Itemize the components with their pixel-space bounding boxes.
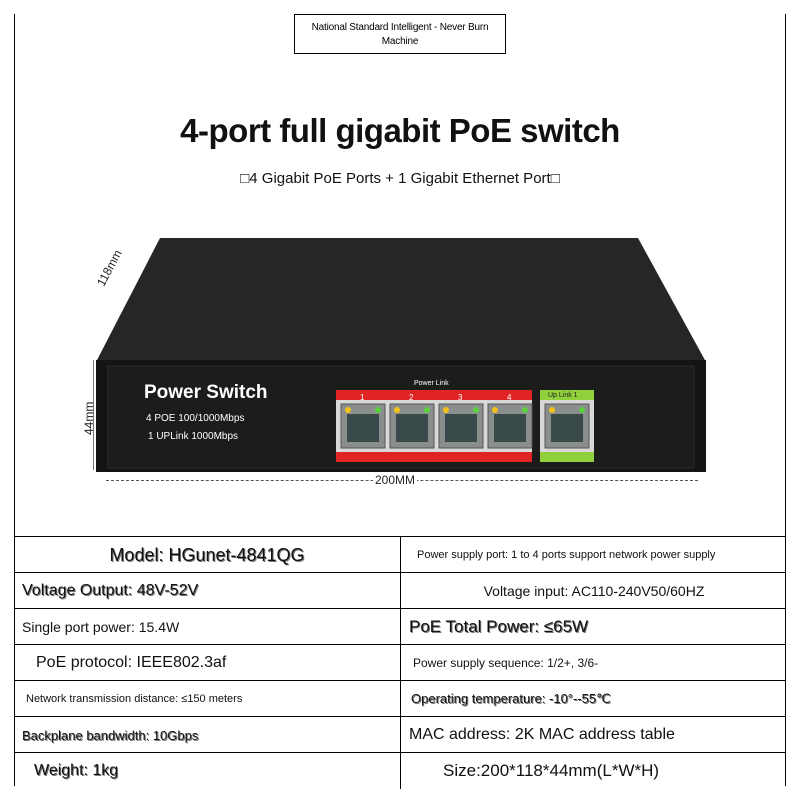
spec-power-supply-sequence: Power supply sequence: 1/2+, 3/6- <box>400 645 799 681</box>
page-title: 4-port full gigabit PoE switch <box>180 112 620 149</box>
spec-row: PoE protocol: IEEE802.3af Power supply s… <box>14 644 786 681</box>
port-led <box>345 407 351 413</box>
badge-box: National Standard Intelligent - Never Bu… <box>294 14 506 54</box>
port-led <box>492 407 498 413</box>
poe-port-number-2: 2 <box>409 393 414 402</box>
spec-voltage-input: Voltage input: AC110-240V50/60HZ <box>400 573 787 609</box>
height-dimension-line <box>93 360 94 470</box>
port-led <box>579 407 585 413</box>
spec-poe-protocol: PoE protocol: IEEE802.3af <box>36 654 227 671</box>
port-led <box>394 407 400 413</box>
spec-row: Voltage Output: 48V-52V Voltage input: A… <box>14 572 786 609</box>
spec-poe-total-power: PoE Total Power: ≤65W <box>400 609 795 645</box>
uplink-label: Up Link 1 <box>548 392 578 399</box>
poe-port-number-4: 4 <box>507 393 512 402</box>
spec-voltage-output: Voltage Output: 48V-52V <box>22 582 199 599</box>
spec-model: Model: HGunet-4841QG <box>109 544 305 565</box>
spec-transmission-distance: Network transmission distance: ≤150 mete… <box>26 693 243 705</box>
spec-row: Single port power: 15.4W PoE Total Power… <box>14 608 786 645</box>
port-led <box>473 407 479 413</box>
page-subtitle: □4 Gigabit PoE Ports + 1 Gigabit Etherne… <box>240 170 560 187</box>
page-frame <box>14 14 786 786</box>
poe-port-number-1: 1 <box>360 393 365 402</box>
switch-illustration: 1 2 3 4 <box>96 238 706 472</box>
device-brand: Power Switch <box>144 382 268 403</box>
port-led <box>443 407 449 413</box>
poe-port-number-3: 3 <box>458 393 463 402</box>
spec-row: Network transmission distance: ≤150 mete… <box>14 680 786 717</box>
spec-size: Size:200*118*44mm(L*W*H) <box>400 753 800 789</box>
height-dimension: 44mm <box>82 401 96 435</box>
poe-port-strip-top <box>336 390 532 402</box>
port-group-label: Power Link <box>414 380 449 387</box>
switch-top-surface <box>96 238 706 362</box>
spec-mac-address: MAC address: 2K MAC address table <box>400 717 795 753</box>
spec-row: Weight: 1kg Size:200*118*44mm(L*W*H) <box>14 752 786 789</box>
spec-weight: Weight: 1kg <box>34 762 119 779</box>
port-led <box>424 407 430 413</box>
spec-table: Model: HGunet-4841QG Power supply port: … <box>14 536 786 789</box>
port-led <box>375 407 381 413</box>
spec-single-port-power: Single port power: 15.4W <box>22 619 180 635</box>
width-dimension: 200MM <box>373 473 418 487</box>
port-led <box>549 407 555 413</box>
uplink-strip-bottom <box>540 450 594 462</box>
poe-port-strip-bottom <box>336 450 532 462</box>
device-spec-line2: 1 UPLink 1000Mbps <box>148 431 239 442</box>
badge-text: National Standard Intelligent - Never Bu… <box>311 22 489 47</box>
uplink-strip-top <box>540 390 594 402</box>
spec-power-supply-port: Power supply port: 1 to 4 ports support … <box>400 537 800 573</box>
device-spec-line1: 4 POE 100/1000Mbps <box>146 413 245 424</box>
poe-ports <box>340 403 533 449</box>
spec-backplane-bandwidth: Backplane bandwidth: 10Gbps <box>22 727 199 743</box>
spec-operating-temperature: Operating temperature: -10°--55℃ <box>400 681 797 717</box>
spec-row: Model: HGunet-4841QG Power supply port: … <box>14 536 786 573</box>
spec-row: Backplane bandwidth: 10Gbps MAC address:… <box>14 716 786 753</box>
port-led <box>522 407 528 413</box>
